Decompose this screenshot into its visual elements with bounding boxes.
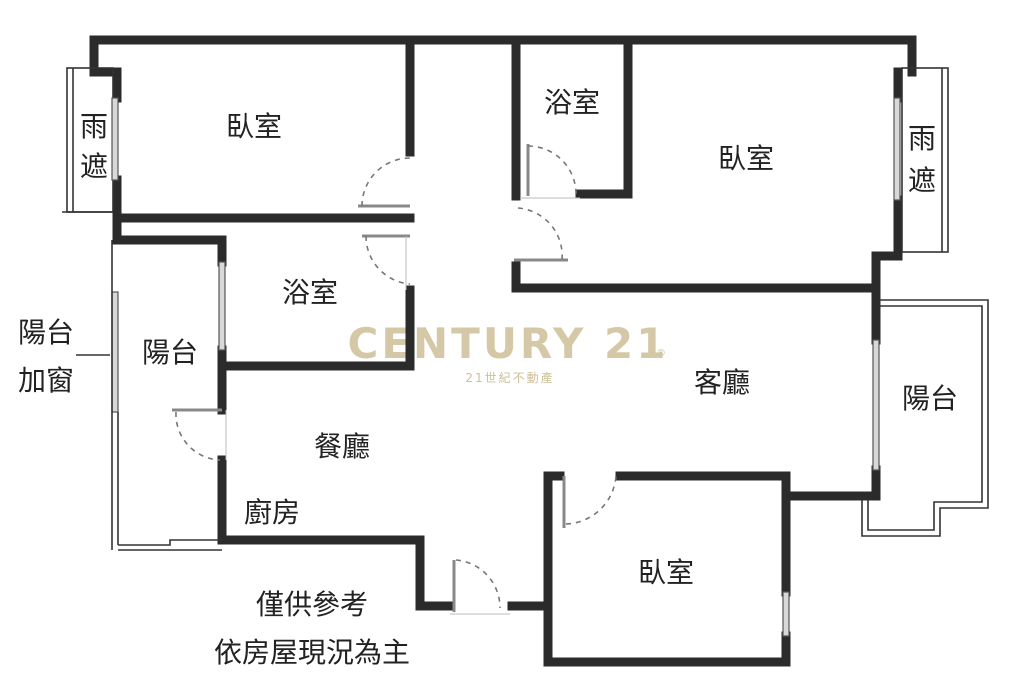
- label-canopy-right-2: 遮: [908, 164, 936, 197]
- windows: [62, 67, 989, 637]
- annotation-balcony-window-1: 陽台: [18, 316, 74, 349]
- label-canopy-right-1: 雨: [908, 122, 936, 155]
- label-bedroom-top-left: 臥室: [226, 110, 282, 143]
- label-living-room: 客廳: [694, 366, 750, 399]
- watermark-brand: CENTURY 21: [348, 319, 669, 368]
- watermark-registered-mark: ®: [656, 348, 666, 359]
- room-labels: 臥室 浴室 臥室 浴室 陽台 客廳 陽台 餐廳 廚房 臥室 雨 遮 雨 遮 陽台…: [18, 86, 958, 669]
- annotation-balcony-window-2: 加窗: [18, 364, 74, 397]
- century21-watermark: CENTURY 21 ® 21世紀不動產: [348, 319, 669, 385]
- walls: [89, 35, 917, 667]
- label-canopy-left-1: 雨: [80, 110, 108, 143]
- doors: [172, 144, 617, 615]
- label-canopy-left-2: 遮: [80, 150, 108, 183]
- label-bedroom-top-right: 臥室: [718, 142, 774, 175]
- label-bathroom-top: 浴室: [544, 86, 600, 119]
- label-balcony-left: 陽台: [142, 336, 198, 369]
- label-kitchen: 廚房: [244, 496, 300, 529]
- label-bathroom-middle: 浴室: [282, 276, 338, 309]
- label-balcony-right: 陽台: [902, 382, 958, 415]
- label-dining-room: 餐廳: [314, 430, 370, 463]
- label-bedroom-bottom: 臥室: [638, 556, 694, 589]
- watermark-subtitle: 21世紀不動產: [465, 370, 554, 385]
- disclaimer-line-1: 僅供參考: [256, 588, 368, 621]
- disclaimer-line-2: 依房屋現況為主: [214, 636, 410, 669]
